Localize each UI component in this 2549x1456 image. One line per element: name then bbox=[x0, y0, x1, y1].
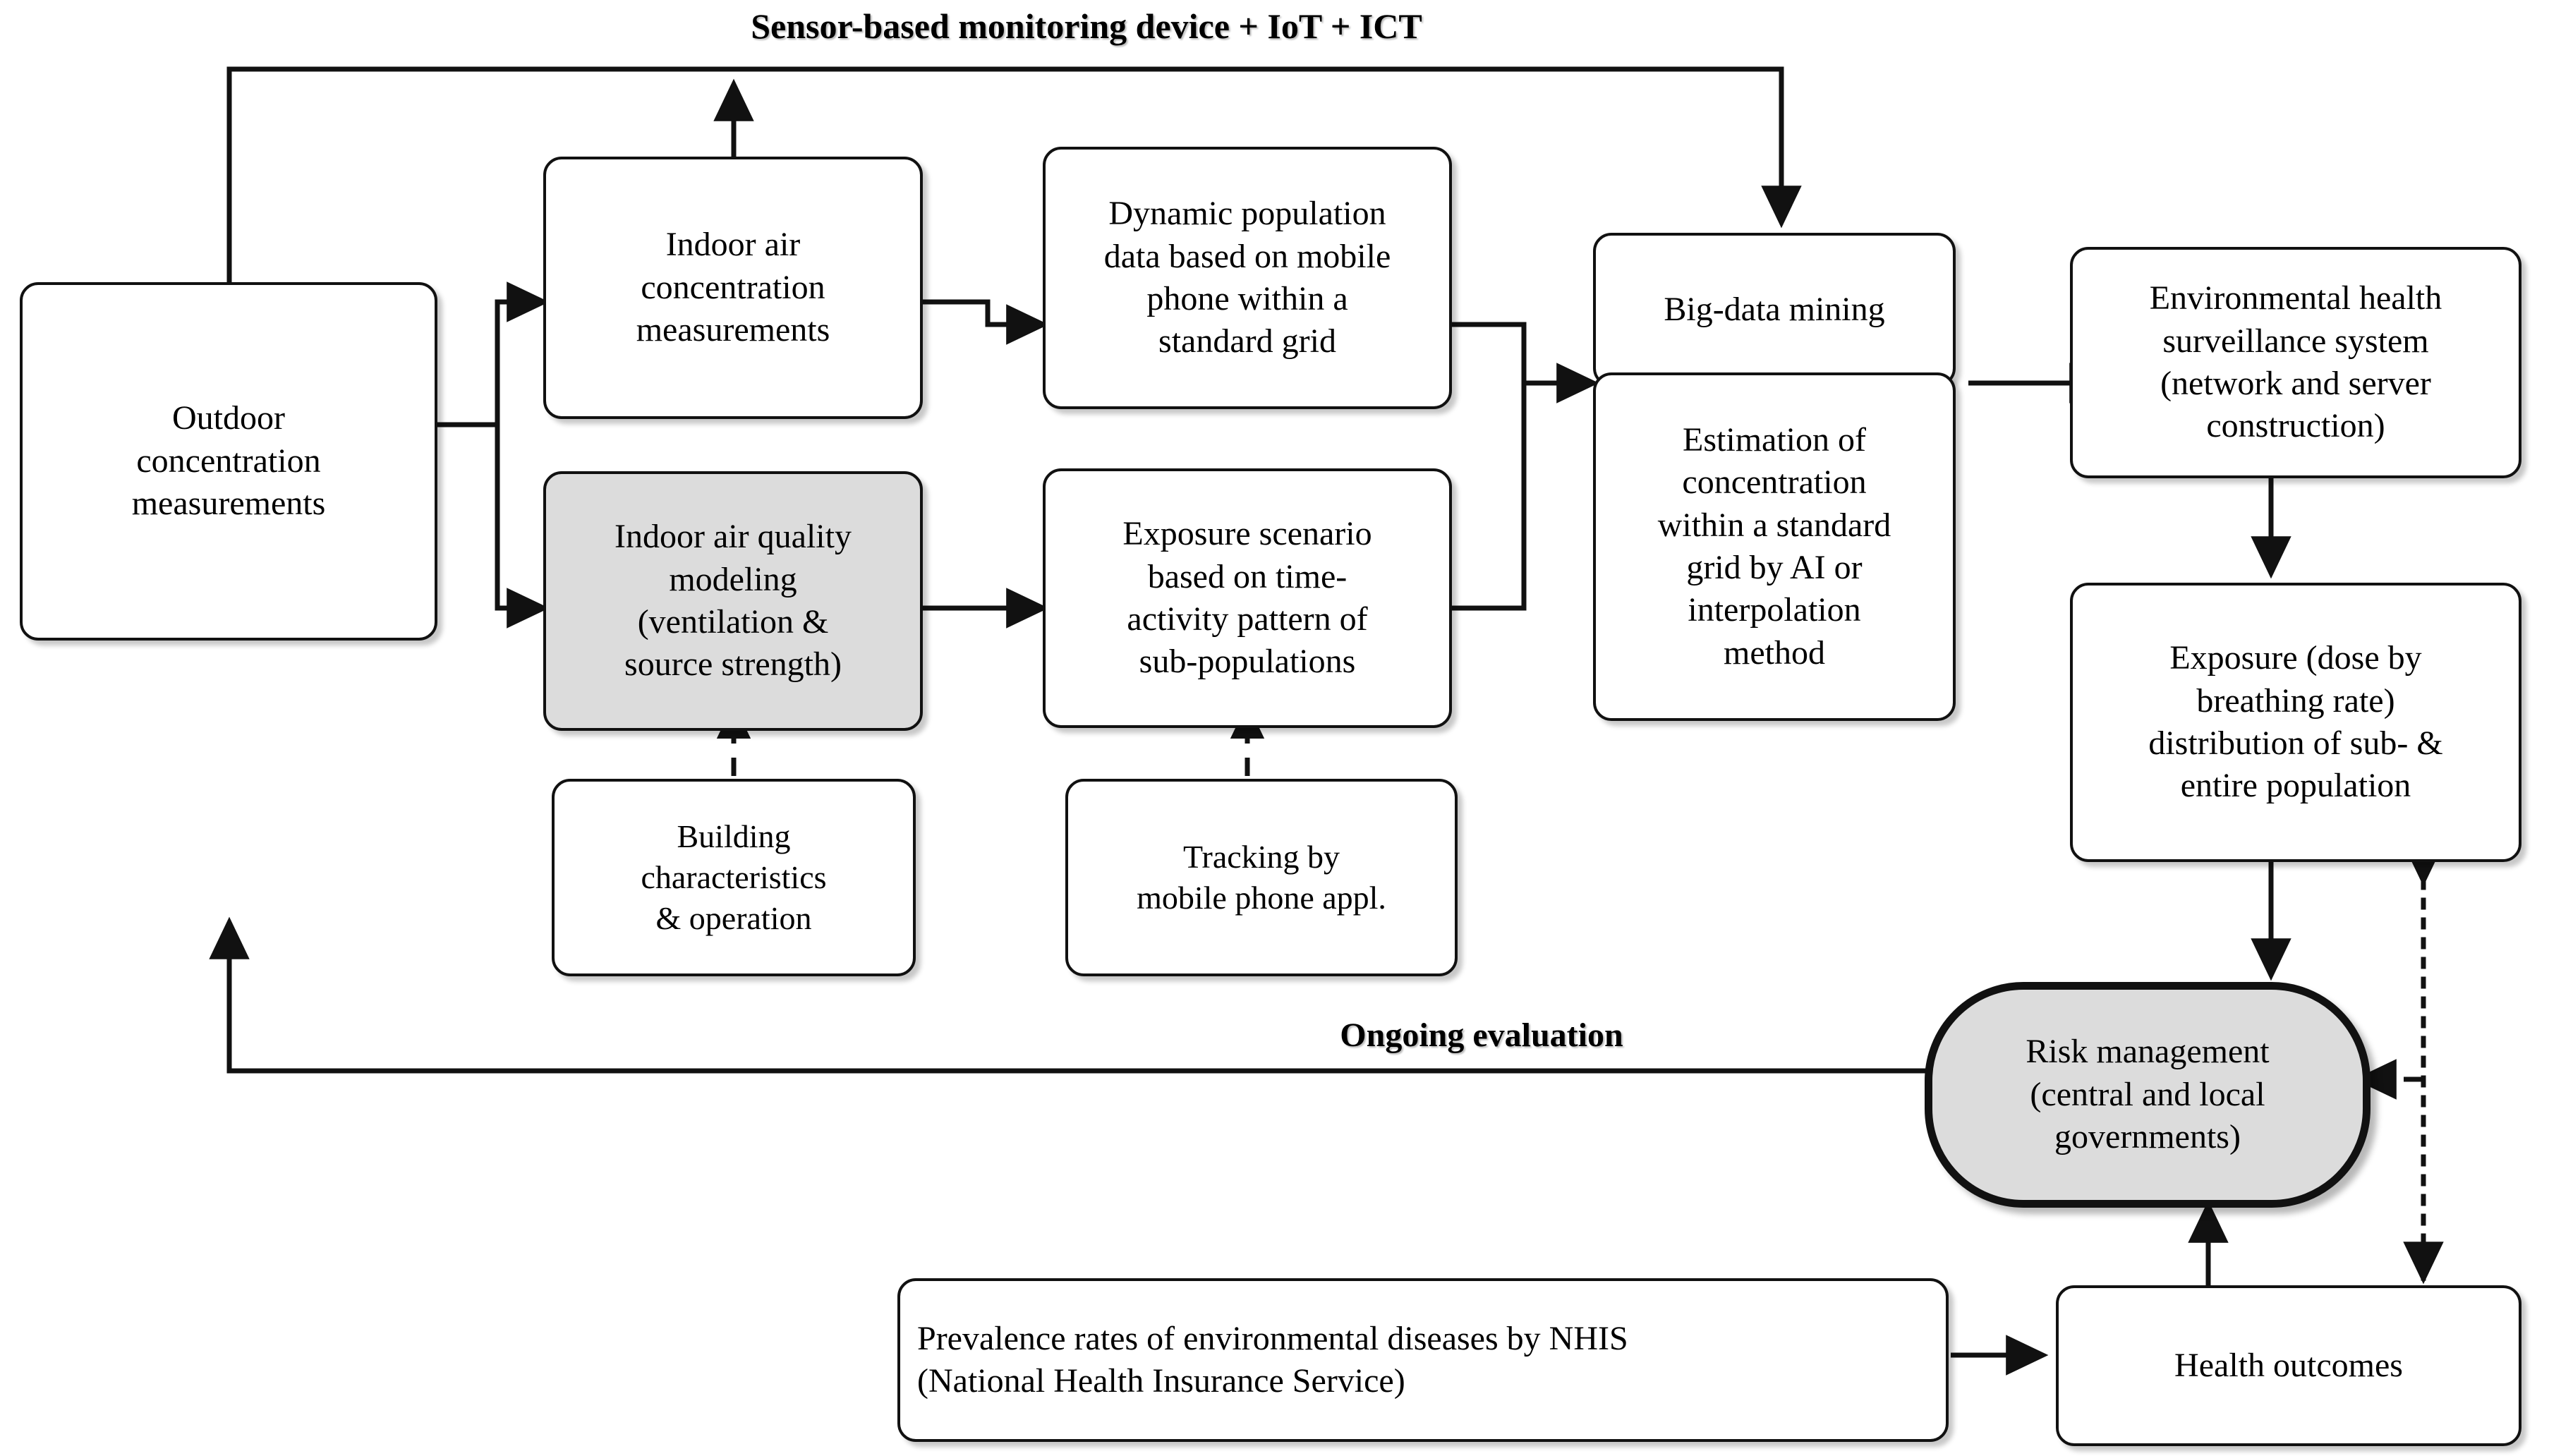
node-health-outcomes[interactable]: Health outcomes bbox=[2056, 1285, 2521, 1446]
node-big-data-mining[interactable]: Big-data mining bbox=[1593, 233, 1956, 387]
banner-ongoing-evaluation: Ongoing evaluation bbox=[1340, 1017, 1623, 1054]
node-label: Big-data mining bbox=[1664, 290, 1885, 328]
banner-sensor-based-monitoring: Sensor-based monitoring device + IoT + I… bbox=[751, 6, 1422, 46]
node-label: Health outcomes bbox=[2174, 1346, 2403, 1384]
node-prevalence-rates-nhis[interactable]: Prevalence rates of environmental diseas… bbox=[897, 1278, 1949, 1442]
node-label: Prevalence rates of environmental diseas… bbox=[917, 1319, 1628, 1400]
